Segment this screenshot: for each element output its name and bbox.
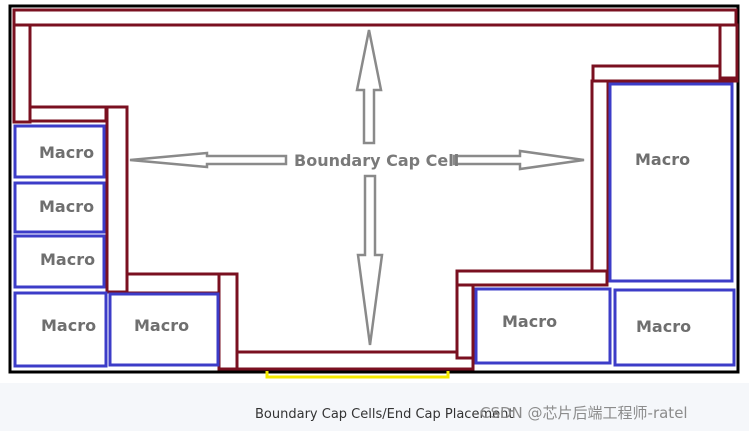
boundary-cell-right-inner-vertical <box>590 79 610 273</box>
boundary-cell-bottom-right-vertical <box>455 283 475 360</box>
macro-label: Macro <box>636 317 691 336</box>
boundary-cell-right-lower-step <box>455 269 609 287</box>
macro-label: Macro <box>502 312 557 331</box>
boundary-cell-left-step <box>28 105 108 123</box>
boundary-cell-left-inner-vertical <box>105 105 129 294</box>
macro-label: Macro <box>39 197 94 216</box>
macro-bottom-right-1 <box>474 287 612 365</box>
boundary-cell-top <box>12 8 738 27</box>
arrow-up <box>355 29 383 145</box>
macro-label: Macro <box>635 150 690 169</box>
die-outline <box>8 4 740 374</box>
figure-caption: Boundary Cap Cells/End Cap Placement <box>255 407 514 422</box>
boundary-cells <box>12 8 739 371</box>
macro-label: Macro <box>40 250 95 269</box>
boundary-cap-diagram: Macro Macro Macro Macro Macro Macro Macr… <box>8 4 740 379</box>
boundary-cell-bottom <box>235 350 475 371</box>
watermark: CSDN @芯片后端工程师-ratel <box>480 404 688 422</box>
arrow-right <box>452 149 585 171</box>
macro-left-2 <box>13 181 106 234</box>
macro-left-3 <box>13 234 106 289</box>
arrow-down <box>356 174 384 346</box>
boundary-cell-right-upper <box>718 23 739 80</box>
arrow-left <box>129 151 288 169</box>
endcap-marker <box>265 371 450 379</box>
macros <box>13 82 736 368</box>
macro-left-1 <box>13 124 106 179</box>
macro-label: Macro <box>39 143 94 162</box>
macro-bottom-left <box>108 292 220 367</box>
boundary-cell-bottom-left-vertical <box>217 272 239 371</box>
macro-label: Macro <box>41 316 96 335</box>
macro-right-large <box>608 82 734 283</box>
boundary-cell-left-upper <box>12 23 32 124</box>
caption-band <box>0 383 749 431</box>
macro-left-4 <box>13 291 108 368</box>
macro-bottom-right-2 <box>613 288 736 367</box>
boundary-cap-cell-label: Boundary Cap Cell <box>294 151 459 170</box>
macro-label: Macro <box>134 316 189 335</box>
boundary-cell-right-step <box>591 64 739 83</box>
